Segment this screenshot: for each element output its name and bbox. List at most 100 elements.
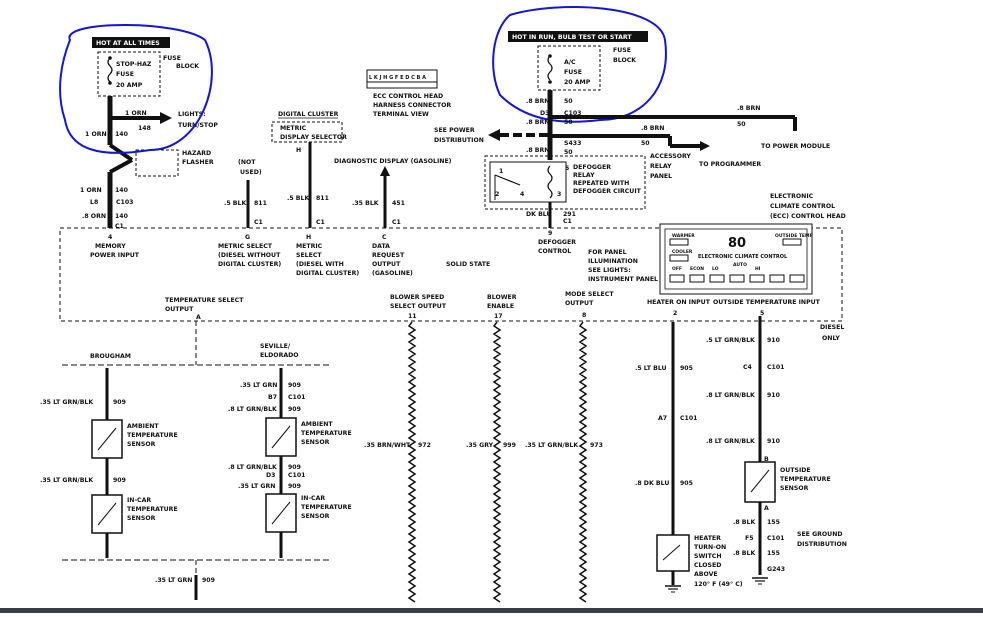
r-dkblu: DK BLU [526, 211, 552, 218]
r-d3: D3 [540, 110, 549, 117]
seville-1: SEVILLE/ [260, 343, 291, 350]
brougham-sensors: .35 LT GRN/BLK 909 AMBIENT TEMPERATURE S… [40, 368, 178, 558]
b-w1: .35 LT GRN/BLK [40, 399, 93, 406]
auto-button [729, 274, 745, 283]
heater-switch-group: .5 LT BLU 905 A7 C101 .8 DK BLU 905 HEAT… [635, 322, 743, 593]
b-amb-2: TEMPERATURE [127, 432, 178, 439]
seville-2: ELDORADO [260, 352, 299, 359]
hazard-flasher: HAZARD FLASHER [135, 149, 214, 177]
blower-w1: .35 BRN/WHT [364, 442, 411, 449]
wire-1-orn-b: 1 ORN [85, 131, 107, 138]
outside-temp-pin: 5 [760, 310, 764, 317]
b-amb-3: SENSOR [127, 441, 156, 448]
metric2-2: SELECT [296, 252, 322, 259]
memory-2: POWER INPUT [90, 252, 140, 259]
defrost-button [769, 274, 785, 283]
solid-state: SOLID STATE [446, 261, 490, 268]
accessory-1: ACCESSORY [650, 153, 691, 160]
right-fuse-word: FUSE [564, 69, 582, 76]
wire-blk-811-b: .5 BLK [287, 195, 309, 202]
wire-140-b: 140 [115, 131, 129, 138]
ecc-head-1: ELECTRONIC [770, 193, 814, 200]
diesel-1: DIESEL [820, 324, 844, 331]
wire-811-b: 811 [316, 195, 329, 202]
s-w1: .35 LT GRN [240, 382, 277, 389]
relay-label-1: DEFOGGER [573, 164, 611, 171]
h-sw1: HEATER [694, 535, 721, 542]
right-main-wire: .8 BRN 50 D3 C103 .8 BRN 50 SEE POWER DI… [434, 90, 830, 168]
r-291: 291 [563, 211, 576, 218]
h-sw5: ABOVE [694, 571, 718, 578]
o-c101b: C101 [767, 535, 784, 542]
off-button [669, 274, 685, 283]
control-module-box [59, 227, 843, 322]
s-w4: .35 LT GRN [238, 483, 275, 490]
wire-811-a: 811 [254, 200, 267, 207]
wire-1-orn-a: 1 ORN [125, 110, 147, 117]
auto-label: AUTO [733, 262, 747, 268]
r-50-d: 50 [641, 140, 650, 147]
left-blue-circle [59, 24, 213, 154]
left-hot-label: HOT AT ALL TIMES [96, 40, 160, 47]
blower-n3: 973 [590, 442, 603, 449]
h-w1: .5 LT BLU [635, 365, 667, 372]
temp-select-pin: A [196, 314, 201, 321]
accessory-2: RELAY [650, 163, 672, 170]
illum-1: FOR PANEL [588, 249, 627, 256]
econ-label: ECON [690, 266, 704, 272]
wire-c1-a: C1 [254, 219, 263, 226]
blower-enable-pin: 17 [494, 313, 503, 320]
blower-wires: .35 BRN/WHT 972 .35 GRY 999 .35 LT GRN/B… [364, 321, 603, 603]
ecc-pins: L K J H G F E D C B A [369, 75, 426, 81]
ecc-head-2: CLIMATE CONTROL [770, 203, 835, 210]
outside-sensor-group: .5 LT GRN/BLK 910 C4 C101 .8 LT GRN/BLK … [706, 316, 847, 585]
o-w3: .8 LT GRN/BLK [706, 438, 755, 445]
r-c103: C103 [564, 110, 581, 117]
temp-select-1: TEMPERATURE SELECT [165, 297, 244, 304]
heater-switch [656, 534, 690, 572]
wire-451: 451 [392, 200, 405, 207]
o-n4: 155 [767, 519, 780, 526]
hazard-label-1: HAZARD [182, 150, 211, 157]
b-909b: 909 [113, 477, 126, 484]
relay-p3: 3 [557, 191, 561, 198]
wire-blk-451: .35 BLK [352, 200, 379, 207]
o-os1: OUTSIDE [780, 467, 811, 474]
metric1-3: DIGITAL CLUSTER) [218, 261, 281, 268]
incar-sensor-seville [265, 493, 297, 533]
o-w2: .8 LT GRN/BLK [706, 392, 755, 399]
b-in-2: TEMPERATURE [127, 506, 178, 513]
o-n3: 910 [767, 438, 781, 445]
h-a7: A7 [658, 415, 667, 422]
s-in-2: TEMPERATURE [301, 504, 352, 511]
illum-3: SEE LIGHTS: [588, 267, 631, 274]
o-g243: G243 [767, 566, 785, 573]
o-n5: 155 [767, 550, 780, 557]
mode-select-2: OUTPUT [565, 300, 594, 307]
wire-c1-c: C1 [392, 219, 401, 226]
right-hot-label: HOT IN RUN, BULB TEST OR START [512, 34, 632, 41]
outside-temp-label: OUTSIDE TEMP [775, 233, 813, 239]
to-programmer: TO PROGRAMMER [699, 161, 761, 168]
bottom-wire-label: .35 LT GRN [155, 577, 192, 584]
ecc-display: 80 [728, 236, 746, 251]
ecc-panel-title: ELECTRONIC CLIMATE CONTROL [698, 254, 788, 260]
mode-select-pin: 8 [582, 312, 586, 319]
s-c101a: C101 [288, 394, 305, 401]
h-sw4: CLOSED [694, 562, 721, 569]
blower-enable-2: ENABLE [487, 303, 514, 310]
module-pin-labels: 4 MEMORY POWER INPUT G METRIC SELECT (DI… [90, 230, 821, 321]
not-used-1: (NOT [238, 159, 256, 166]
mode-button [789, 274, 805, 283]
o-w5: .8 BLK [733, 550, 755, 557]
ecc-panel: 80 ELECTRONIC CLIMATE CONTROL WARMER COO… [659, 223, 813, 295]
r-brn-2: .8 BRN [526, 119, 549, 126]
o-n2: 910 [767, 392, 781, 399]
h-n1: 905 [680, 365, 693, 372]
ecc-head-3: (ECC) CONTROL HEAD [770, 213, 846, 220]
diagnostic-display: DIAGNOSTIC DISPLAY (GASOLINE) .35 BLK 45… [334, 158, 452, 228]
blower-n1: 972 [418, 442, 431, 449]
right-block-1: FUSE [613, 47, 631, 54]
